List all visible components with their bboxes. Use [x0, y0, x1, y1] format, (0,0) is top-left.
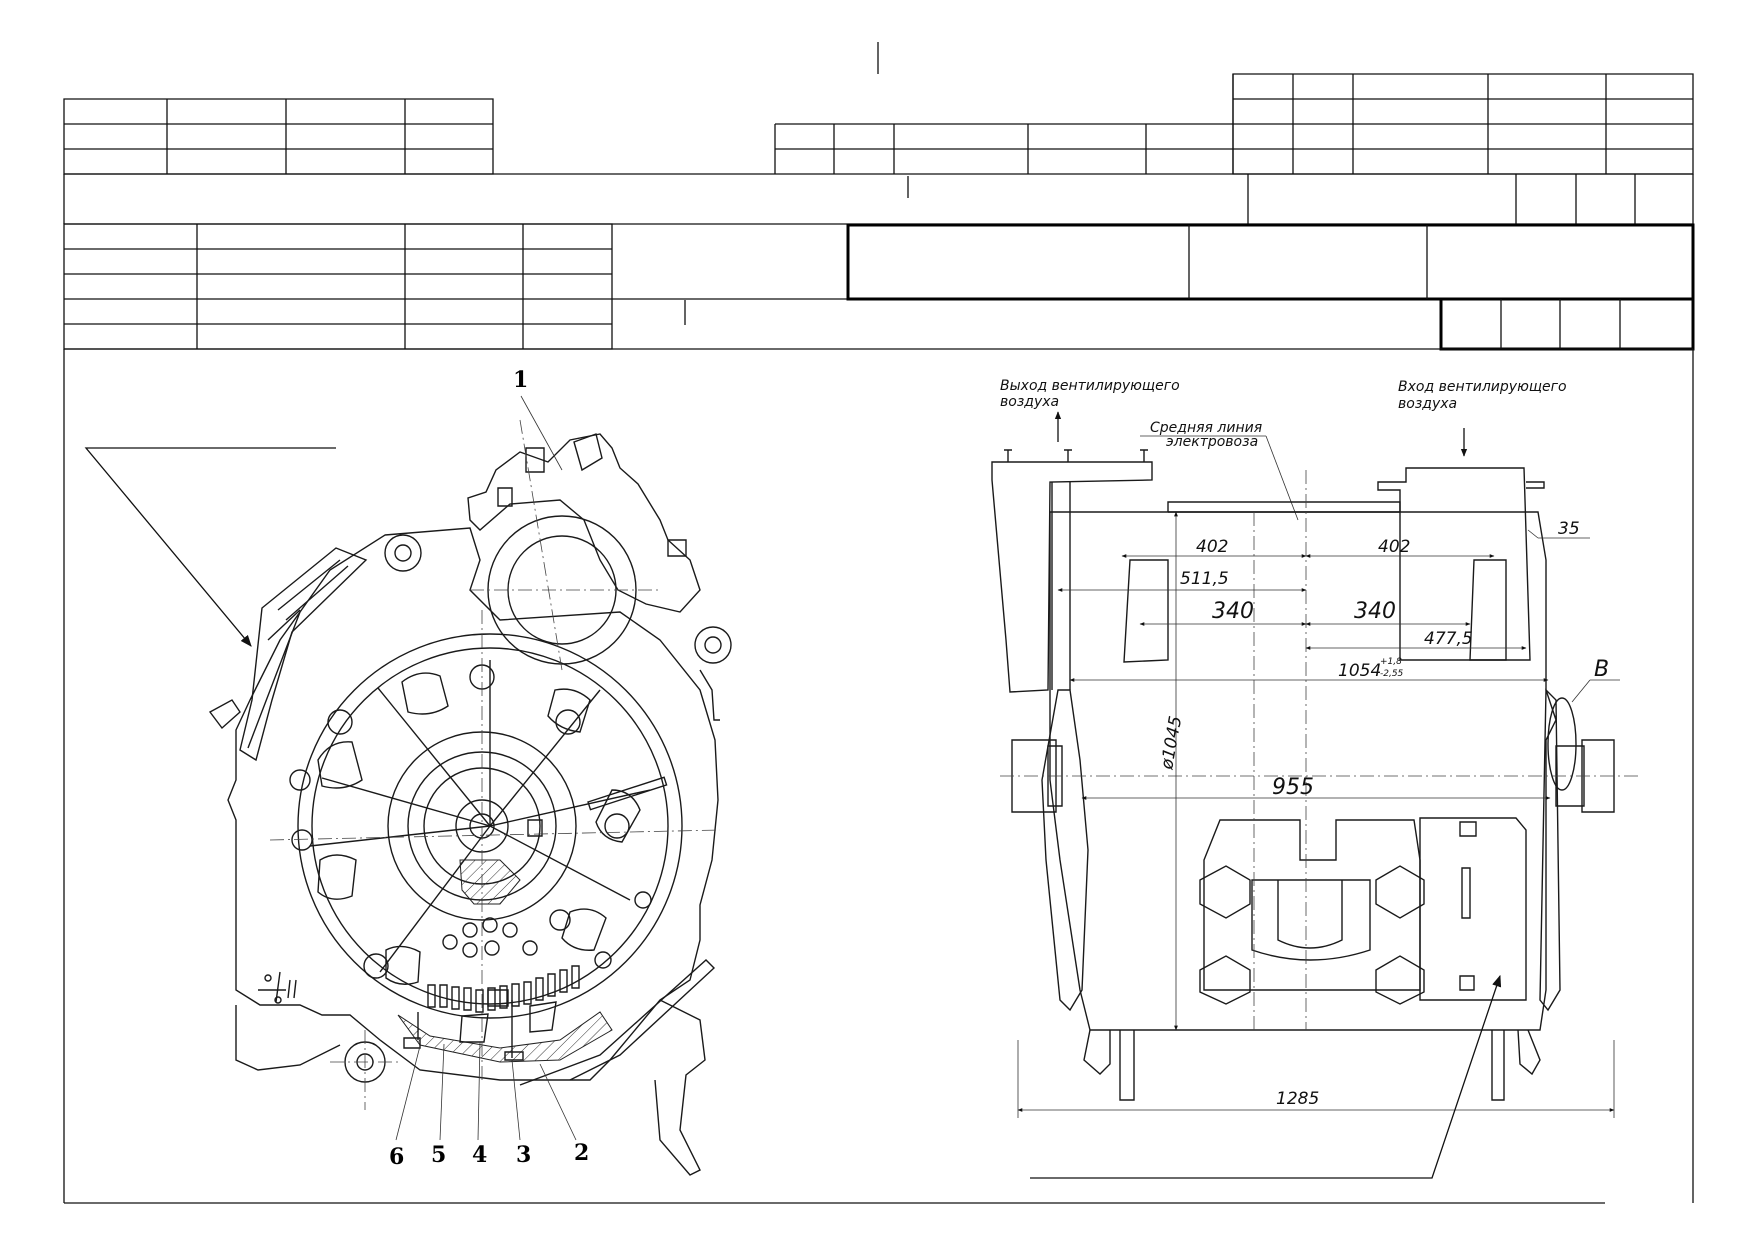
- view-label-b: В: [1594, 657, 1609, 682]
- commutator-segments: [428, 966, 579, 1012]
- title-table-top-right: [775, 74, 1693, 174]
- left-end-shield: [1042, 690, 1088, 1010]
- leader-line-side: [86, 448, 336, 647]
- title-band: [64, 174, 1693, 224]
- note-centerline-line2: электровоза: [1166, 434, 1258, 450]
- side-view-drawing: 1 2 3 4 5 6: [86, 367, 731, 1175]
- terminal-box: [1420, 818, 1526, 1000]
- position-label-2: 2: [574, 1140, 589, 1166]
- title-frame-bold: [848, 225, 1693, 349]
- dim-340-left: 340: [1212, 599, 1254, 624]
- dim-402-right: 402: [1378, 537, 1410, 557]
- title-block: [64, 42, 1693, 1203]
- inspection-cover: [240, 548, 366, 760]
- position-label-4: 4: [472, 1142, 487, 1168]
- position-label-1: 1: [513, 367, 528, 393]
- stator-ring-inner: [312, 648, 668, 1004]
- note-air-inlet-line1: Вход вентилирующего: [1398, 379, 1567, 395]
- dim-1054: 1054: [1338, 661, 1381, 681]
- dim-402-left: 402: [1196, 537, 1228, 557]
- dim-1054-tol-upper: +1,8: [1380, 657, 1402, 667]
- stator-openings: [318, 673, 640, 984]
- dimension-lines: [1017, 511, 1615, 1118]
- dim-1045: ø1045: [1157, 715, 1186, 772]
- right-end-shield: [1540, 690, 1560, 1010]
- note-air-inlet-line2: воздуха: [1398, 396, 1457, 412]
- bearing-housing: [1204, 820, 1420, 990]
- dim-1285: 1285: [1276, 1089, 1319, 1109]
- front-view-drawing: Выход вентилирующего воздуха Вход вентил…: [992, 378, 1640, 1178]
- title-table-top-left: [64, 99, 493, 174]
- ventilation-holes: [443, 918, 537, 957]
- note-centerline-line1: Средняя линия: [1150, 420, 1262, 436]
- shaft-section: [460, 860, 520, 904]
- suspension-bracket: [468, 434, 700, 612]
- brush-holders: [404, 990, 556, 1060]
- rotor-spokes: [310, 660, 650, 972]
- motor-body-outline: [1050, 512, 1556, 1030]
- inlet-duct: [1378, 468, 1530, 660]
- dim-511-5: 511,5: [1180, 569, 1229, 589]
- motor-housing-outline: [228, 528, 718, 1080]
- title-table-signatures: [64, 224, 1693, 349]
- note-air-outlet-line1: Выход вентилирующего: [1000, 378, 1180, 394]
- position-label-3: 3: [516, 1142, 531, 1168]
- motor-body-top: [1168, 502, 1400, 512]
- dim-35: 35: [1558, 519, 1580, 539]
- motor-symbol-icon: [258, 972, 296, 1003]
- stator-ring-outer: [298, 634, 682, 1018]
- position-leaders: [396, 396, 576, 1140]
- sheet-border: [64, 349, 1693, 1203]
- view-b-ellipse: [1548, 698, 1576, 790]
- note-air-outlet-line2: воздуха: [1000, 394, 1059, 410]
- position-label-6: 6: [389, 1144, 404, 1170]
- position-label-5: 5: [431, 1142, 446, 1168]
- dim-340-right: 340: [1354, 599, 1396, 624]
- dim-955: 955: [1272, 775, 1314, 800]
- leader-line-front: [1030, 974, 1502, 1178]
- hex-nuts: [1200, 866, 1424, 1004]
- dim-1054-tol-lower: -2,55: [1380, 669, 1404, 679]
- outlet-duct: [992, 462, 1152, 692]
- dim-477-5: 477,5: [1424, 629, 1473, 649]
